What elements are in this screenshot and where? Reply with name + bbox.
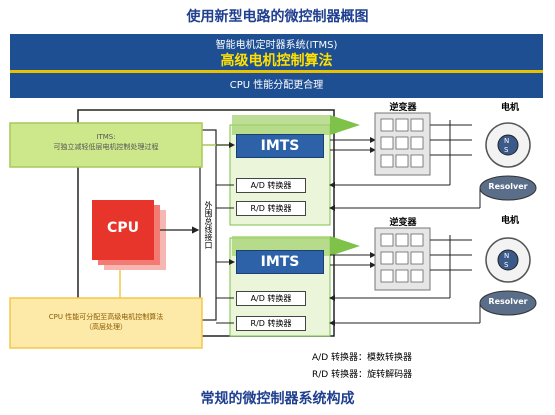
channel-1-imts-block: IMTS xyxy=(236,134,324,158)
svg-text:S: S xyxy=(504,146,509,154)
header-divider xyxy=(10,70,543,73)
cpu-note-line-2: （高层处理） xyxy=(85,323,127,331)
channel-1-rotor xyxy=(497,134,519,156)
itms-note-box xyxy=(9,122,203,168)
itms-note-line-1: ITMS: xyxy=(96,133,116,141)
diagram-caption: 常规的微控制器系统构成 xyxy=(200,391,355,407)
channel-1-green-band xyxy=(232,115,330,135)
mcu-outline xyxy=(77,109,335,337)
bus-interface-box xyxy=(199,129,217,321)
header-line-1: 智能电机定时器系统(ITMS) xyxy=(215,40,338,51)
itms-note-text: ITMS: 可独立减轻低层电机控制处理过程 xyxy=(14,132,198,152)
channel-2-imts-block: IMTS xyxy=(236,250,324,274)
channel-2-green-arrow xyxy=(330,236,360,256)
svg-text:N: N xyxy=(504,252,509,260)
channel-2-rd-converter: R/D 转换器 xyxy=(236,316,306,331)
cpu-box xyxy=(92,200,154,260)
channel-2-rotor xyxy=(497,249,519,271)
bus-interface-label: 外围总线接口 xyxy=(204,201,213,249)
channel-1-resolver-label: Resolver xyxy=(488,182,528,191)
channel-1-inverter-label: 逆变器 xyxy=(389,103,417,113)
channel-2-inverter-label: 逆变器 xyxy=(389,218,417,228)
channel-2-ad-converter: A/D 转换器 xyxy=(236,291,306,306)
itms-note-line-2: 可独立减轻低层电机控制处理过程 xyxy=(53,143,159,151)
channel-1-resolver xyxy=(479,175,537,201)
channel-1-rd-converter: R/D 转换器 xyxy=(236,201,306,216)
page-title: 使用新型电路的微控制器概图 xyxy=(186,9,369,25)
header-line-2: 高级电机控制算法 xyxy=(220,53,333,69)
channel-2-motor-label: 电机 xyxy=(500,216,519,226)
channel-2-resolver xyxy=(479,290,537,316)
channel-1-ad-converter: A/D 转换器 xyxy=(236,178,306,193)
cpu-note-line-1: CPU 性能可分配至高级电机控制算法 xyxy=(48,313,164,321)
legend-rd: R/D 转换器：旋转解码器 xyxy=(312,370,413,380)
channel-1-motor-label: 电机 xyxy=(500,103,519,113)
svg-text:N: N xyxy=(504,137,509,145)
cpu-label: CPU xyxy=(107,220,139,236)
header-banner xyxy=(10,34,543,98)
cpu-note-text: CPU 性能可分配至高级电机控制算法 （高层处理） xyxy=(14,312,198,332)
header-line-3: CPU 性能分配更合理 xyxy=(229,80,324,91)
legend-ad: A/D 转换器：模数转换器 xyxy=(312,353,412,363)
cpu-note-box xyxy=(9,297,203,349)
svg-text:S: S xyxy=(504,261,509,269)
channel-1-green-arrow xyxy=(330,115,360,135)
channel-2-resolver-label: Resolver xyxy=(488,297,528,306)
